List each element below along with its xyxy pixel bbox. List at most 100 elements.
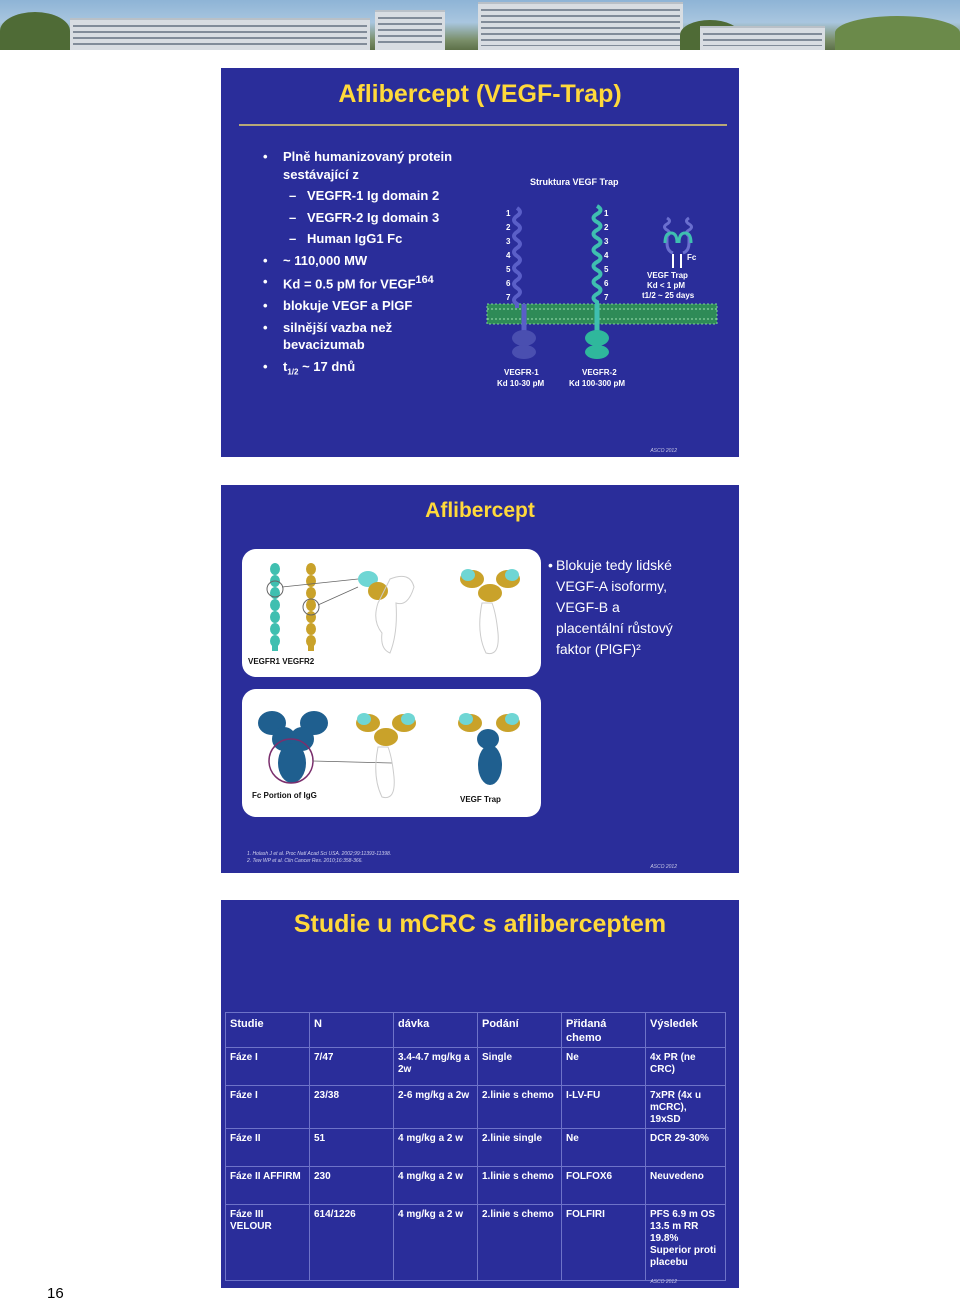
table-cell: 2.linie single	[477, 1128, 562, 1167]
header-photo	[0, 0, 960, 50]
igg-molecule	[258, 711, 328, 783]
vegfr2-receptor	[585, 204, 609, 359]
trap-label-1: VEGF Trap	[647, 271, 688, 280]
domain-number: 7	[506, 293, 511, 302]
receptor-illustration	[266, 563, 520, 655]
vegfr2-domain-numbers: 1 2 3 4 5 6 7	[604, 209, 609, 302]
table-cell: Fáze II AFFIRM	[225, 1166, 310, 1205]
slide-title: Studie u mCRC s afliberceptem	[293, 910, 667, 938]
reference-item: 1. Holash J et al. Proc Natl Acad Sci US…	[247, 851, 392, 857]
table-cell: DCR 29-30%	[645, 1128, 726, 1167]
slide-footer: ASCO 2012	[650, 1279, 677, 1285]
description-line: placentální růstový	[556, 620, 673, 636]
table-cell: 2.linie s chemo	[477, 1085, 562, 1129]
column-header: Podání	[477, 1012, 562, 1048]
table-cell: FOLFOX6	[561, 1166, 646, 1205]
reference-item: 2. Tew WP et al. Clin Cancer Res. 2010;1…	[247, 858, 363, 864]
table-cell: 2-6 mg/kg a 2w	[393, 1085, 478, 1129]
vegfr2-label: VEGFR-2	[582, 368, 617, 377]
domain-number: 2	[604, 223, 609, 232]
table-cell: Fáze I	[225, 1047, 310, 1086]
table-cell: PFS 6.9 m OS 13.5 m RR 19.8% Superior pr…	[645, 1204, 726, 1281]
domain-number: 1	[604, 209, 609, 218]
table-cell: FOLFIRI	[561, 1204, 646, 1281]
slide-aflibercept-binding: Aflibercept	[221, 485, 739, 873]
table-cell: 4 mg/kg a 2 w	[393, 1204, 478, 1281]
bullet-item: t1/2 ~ 17 dnů	[261, 358, 471, 378]
igg-illustration	[258, 711, 520, 799]
references: 1. Holash J et al. Proc Natl Acad Sci US…	[247, 851, 391, 865]
column-header: dávka	[393, 1012, 478, 1048]
table-cell: 1.linie s chemo	[477, 1166, 562, 1205]
domain-number: 6	[506, 279, 511, 288]
slide-title: Aflibercept	[425, 499, 535, 522]
description-line: VEGF-B a	[556, 599, 620, 615]
table-cell: Neuvedeno	[645, 1166, 726, 1205]
vegfr2-chain	[306, 563, 316, 651]
receptor-label: VEGFR1 VEGFR2	[248, 657, 315, 666]
domain-number: 4	[506, 251, 511, 260]
sub-bullet: Human IgG1 Fc	[261, 230, 471, 248]
structure-title: Struktura VEGF Trap	[530, 177, 619, 187]
slide-footer: ASCO 2012	[650, 448, 677, 454]
igg-panel: Fc Portion of IgG VEGF Trap	[242, 689, 541, 817]
bullet-mark: •	[548, 557, 553, 573]
table-cell: Single	[477, 1047, 562, 1086]
domain-number: 4	[604, 251, 609, 260]
table-cell: 614/1226	[309, 1204, 394, 1281]
column-header: Přidaná chemo	[561, 1012, 646, 1048]
page-number: 16	[47, 1285, 64, 1302]
bullet-item: Plně humanizovaný protein sestávající z	[261, 148, 471, 183]
column-header: Výsledek	[645, 1012, 726, 1048]
vegfr2-kd: Kd 100-300 pM	[569, 379, 625, 388]
bullet-item: ~ 110,000 MW	[261, 252, 471, 270]
table-cell: Fáze I	[225, 1085, 310, 1129]
trap-label-3: t1/2 ~ 25 days	[642, 291, 695, 300]
fc-portion-label: Fc Portion of IgG	[252, 791, 317, 800]
bullet-item: Kd = 0.5 pM for VEGF164	[261, 273, 471, 293]
sub-bullet: VEGFR-1 Ig domain 2	[261, 187, 471, 205]
table-cell: Fáze II	[225, 1128, 310, 1167]
table-cell: 23/38	[309, 1085, 394, 1129]
vegfr1-domain-numbers: 1 2 3 4 5 6 7	[506, 209, 511, 302]
table-cell: 4 mg/kg a 2 w	[393, 1166, 478, 1205]
receptor-panel: VEGFR1 VEGFR2	[242, 549, 541, 677]
domain-number: 7	[604, 293, 609, 302]
table-cell: 51	[309, 1128, 394, 1167]
bullet-list: Plně humanizovaný protein sestávající z V…	[261, 148, 471, 382]
table-cell: 230	[309, 1166, 394, 1205]
table-cell: 7xPR (4x u mCRC), 19xSD	[645, 1085, 726, 1129]
table-cell: Fáze III VELOUR	[225, 1204, 310, 1281]
domain-number: 2	[506, 223, 511, 232]
vegfr1-label: VEGFR-1	[504, 368, 539, 377]
sub-bullet: VEGFR-2 Ig domain 3	[261, 209, 471, 227]
table-cell: 3.4-4.7 mg/kg a 2w	[393, 1047, 478, 1086]
domain-number: 5	[506, 265, 511, 274]
vegf-trap-molecule	[663, 216, 693, 268]
slide-aflibercept-structure: Aflibercept (VEGF-Trap) Plně humanizovan…	[221, 68, 739, 457]
domain-number: 3	[604, 237, 609, 246]
vegfr1-kd: Kd 10-30 pM	[497, 379, 544, 388]
description-line: faktor (PlGF)²	[556, 641, 641, 657]
table-cell: 2.linie s chemo	[477, 1204, 562, 1281]
domain-number: 1	[506, 209, 511, 218]
domain-number: 6	[604, 279, 609, 288]
description-line: •Blokuje tedy lidské	[548, 555, 731, 576]
table-cell: 4x PR (ne CRC)	[645, 1047, 726, 1086]
table-cell: 7/47	[309, 1047, 394, 1086]
vegf-trap-label: VEGF Trap	[460, 795, 501, 804]
domain-number: 5	[604, 265, 609, 274]
vegfr1-receptor	[512, 206, 536, 359]
vegfr1-chain	[270, 563, 280, 651]
table-cell: Ne	[561, 1047, 646, 1086]
domain-number: 3	[506, 237, 511, 246]
